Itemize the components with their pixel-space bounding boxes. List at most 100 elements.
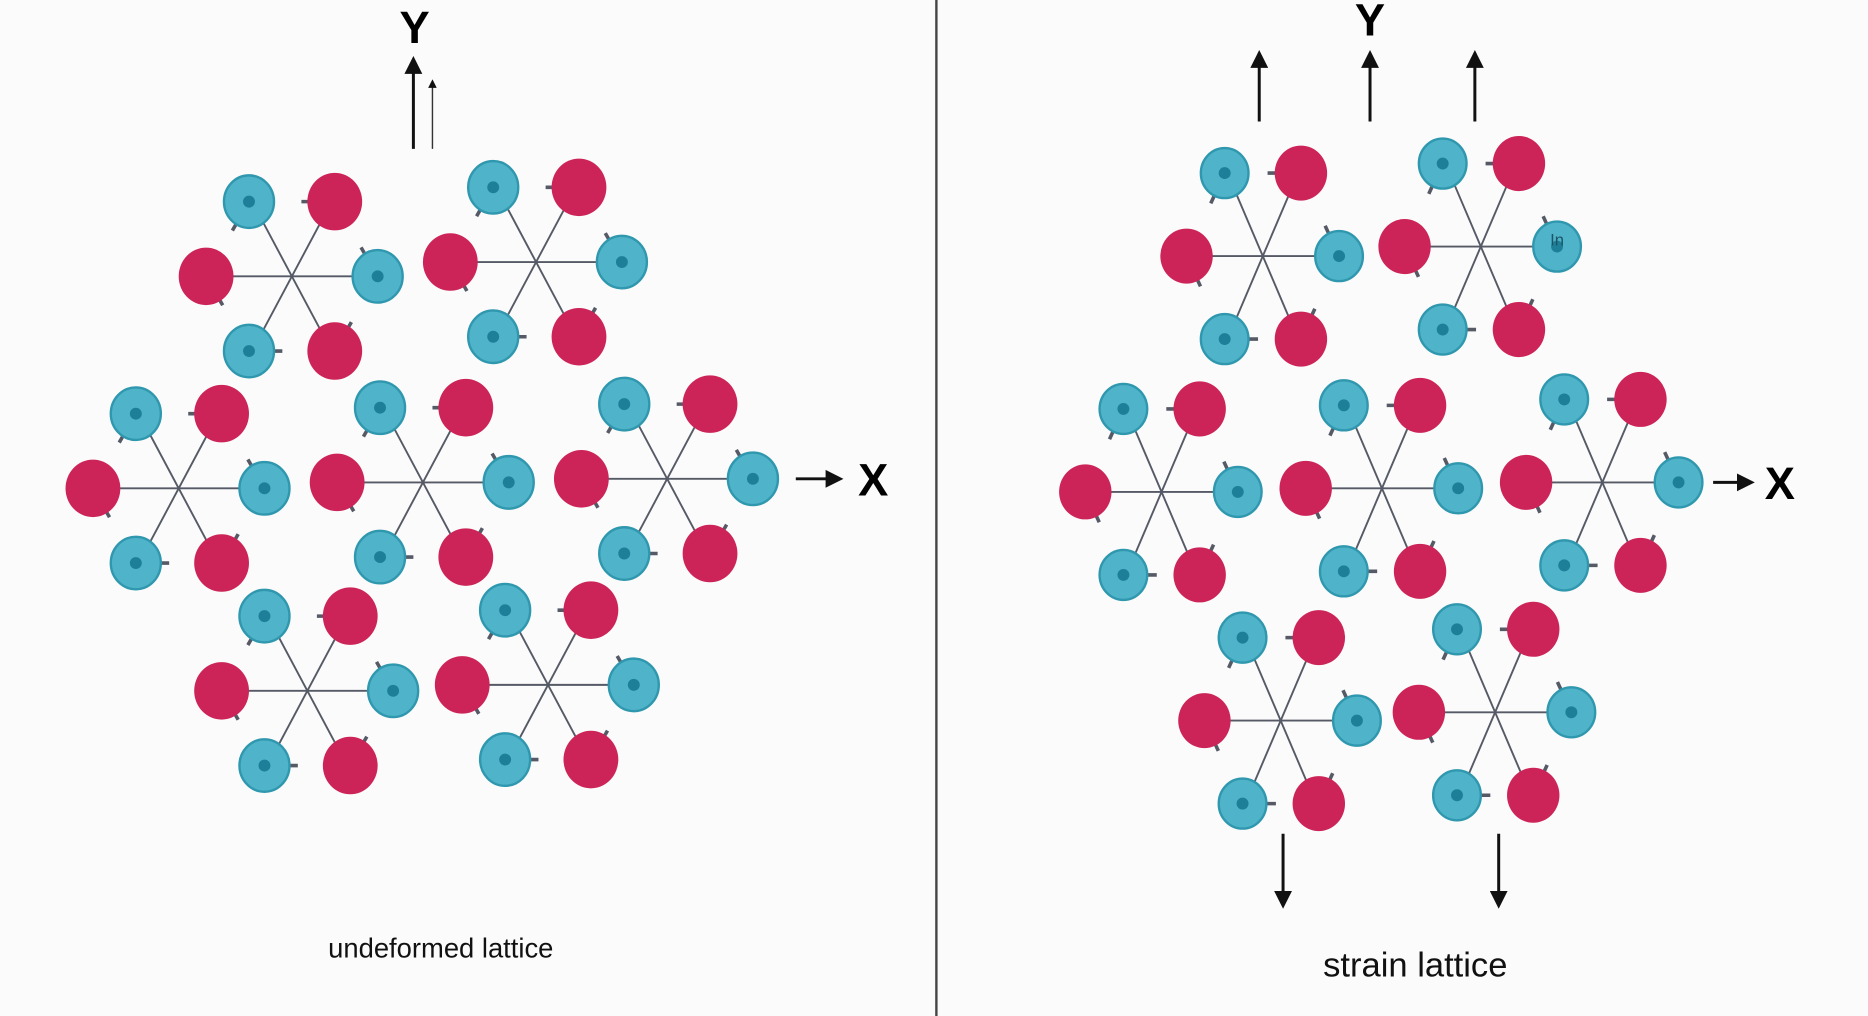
anion-circle [438,378,494,437]
undeformed-lattice-panel [65,158,780,795]
cation-core-mark [1451,789,1463,802]
cation-atom [222,174,276,230]
cation-core-mark [487,181,500,194]
anion-atom [1492,136,1546,192]
cation-core-mark [499,753,512,766]
cation-core-mark [618,547,631,560]
anion-circle [1160,228,1213,284]
cation-atom [353,380,407,436]
anion-circle [1499,454,1553,510]
cation-core-mark [499,604,512,617]
anion-circle [551,307,607,366]
anion-atom [1160,228,1213,284]
anion-circle [1492,136,1546,192]
cation-atom [1217,611,1268,664]
cation-core-mark [387,684,400,697]
anion-circle [1274,311,1328,367]
cation-atom [1532,220,1583,273]
cation-core-mark [1436,323,1449,336]
anion-atom [682,524,738,583]
hexagon-cell [194,587,420,795]
anion-circle [65,459,121,518]
left-y-axis: Y [399,2,437,149]
cation-core-mark [1117,568,1130,581]
anion-atom [65,459,121,518]
cation-core-mark [1337,399,1350,412]
anion-atom [551,307,607,366]
anion-atom [1378,219,1431,275]
anion-atom [1614,537,1667,593]
anion-atom [1292,776,1346,832]
cation-atom [1546,686,1597,739]
hexagon-cell [1178,610,1382,832]
anion-atom [551,158,607,217]
anion-circle [322,587,378,645]
cation-atom [351,248,404,304]
hexagon-cell [65,384,291,592]
anion-atom [1178,693,1231,749]
cation-atom [1431,603,1483,656]
anion-atom [309,453,365,512]
anion-circle [1507,767,1560,823]
cation-core-mark [1117,402,1130,415]
cation-core-mark [129,557,142,569]
hexagon-cell [1279,377,1484,599]
cation-atom [1539,373,1590,426]
anion-circle [322,736,378,795]
cation-atom [1199,312,1250,366]
cation-atom [1217,777,1268,830]
anion-circle [434,656,490,714]
cation-core-mark [243,195,255,208]
anion-atom [1173,547,1226,603]
cation-atom [1653,456,1704,509]
anion-circle [553,450,609,508]
cation-atom [1199,146,1250,200]
anion-atom [1507,767,1560,823]
anion-atom [322,587,378,645]
cation-atom [467,309,520,365]
anion-circle [1173,381,1226,437]
anion-circle [682,375,738,433]
anion-atom [1279,460,1332,516]
cation-core-mark [746,472,759,485]
cation-core-mark [371,270,384,283]
anion-circle [194,534,249,592]
anion-circle [178,247,234,306]
cation-atom [353,529,407,585]
hexagon-cell [1392,601,1597,823]
cation-core-mark [1337,565,1350,578]
anion-circle [682,524,738,583]
cation-core-mark [1350,714,1363,727]
anion-atom [1274,145,1328,201]
hexagon-cell [1059,381,1263,603]
anion-circle [1279,460,1332,516]
left-x-axis: X [795,454,888,505]
anion-circle [563,581,619,639]
cation-atom [1539,539,1590,592]
cation-atom [467,159,520,215]
anion-atom [1507,601,1560,657]
cation-atom [366,663,420,719]
anion-atom [307,172,363,231]
cation-atom [1098,548,1149,602]
cation-atom [595,234,649,290]
hexagon-cell [309,378,535,586]
cation-atom [1098,382,1149,436]
anion-atom [178,247,234,306]
cation-atom [482,454,535,510]
anion-atom [1499,454,1553,510]
caption-undeformed: undeformed lattice [328,933,553,964]
hexagon-cell [422,158,649,366]
cation-core-mark [1436,157,1449,170]
cation-core-mark [1231,485,1244,498]
cation-core-mark [374,551,386,564]
anion-atom [1292,610,1346,666]
cation-atom [238,588,291,644]
cation-atom [1417,303,1468,356]
anion-circle [1059,464,1112,520]
cation-core-mark [627,678,640,691]
cation-core-mark [1333,250,1346,263]
cation-core-mark [1236,797,1249,810]
